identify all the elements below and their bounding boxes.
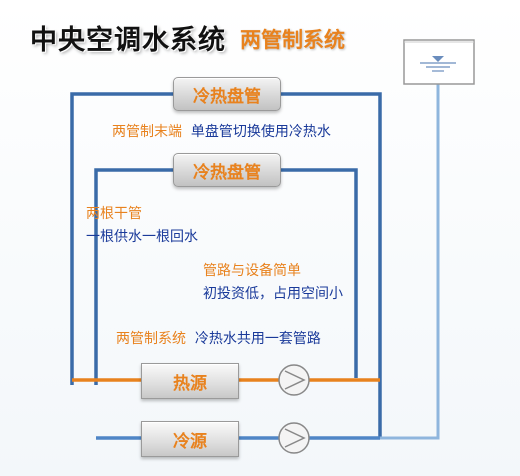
terminal-note-head: 两管制末端 [112, 124, 182, 140]
top-coil: 冷热盘管 [173, 77, 281, 111]
hot-pump-icon [278, 364, 310, 396]
expansion-tank-icon [403, 39, 475, 85]
expansion-pipe [380, 84, 440, 440]
terminal-note-body: 单盘管切换使用冷热水 [190, 124, 331, 140]
diagram-subtitle: 两管制系统 [240, 28, 345, 52]
simple-note-head: 管路与设备简单 [203, 263, 301, 279]
terminal-note: 两管制末端 单盘管切换使用冷热水 [112, 124, 331, 140]
cold-pump-icon [278, 422, 310, 454]
heat-source: 热源 [141, 363, 239, 399]
simple-note-body: 初投资低，占用空间小 [203, 286, 343, 302]
system-note-head: 两管制系统 [116, 331, 186, 347]
system-note: 两管制系统 冷热水共用一套管路 [116, 331, 321, 347]
pipes-note-body: 一根供水一根回水 [86, 229, 198, 245]
diagram-title: 中央空调水系统 [30, 25, 226, 56]
pipes-note-head: 两根干管 [86, 206, 142, 222]
cold-source: 冷源 [141, 421, 239, 457]
system-note-body: 冷热水共用一套管路 [194, 331, 321, 347]
bottom-coil: 冷热盘管 [173, 153, 281, 187]
